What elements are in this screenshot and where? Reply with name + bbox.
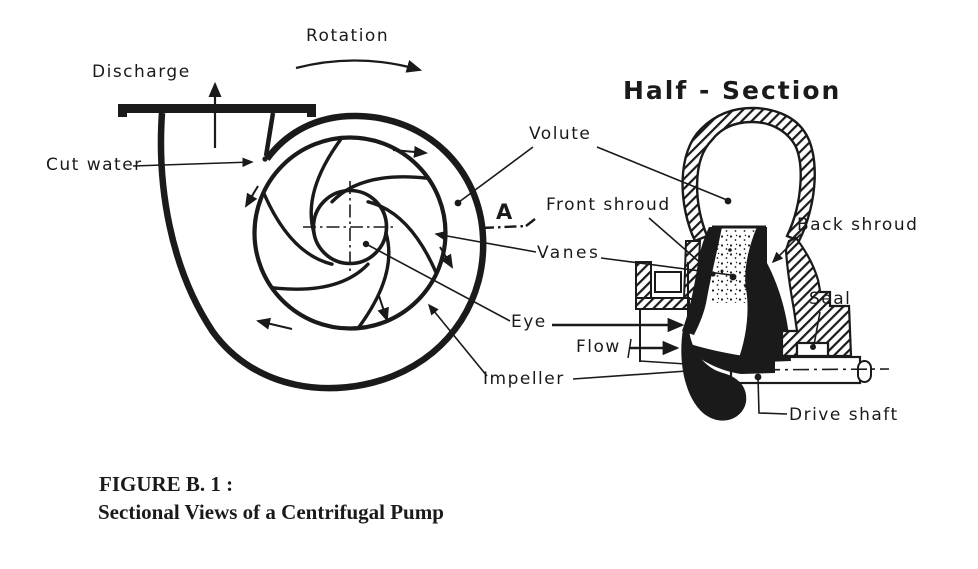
impeller-silhouette [681,227,791,421]
leader-lines [132,146,821,415]
back-shroud-leader [771,233,802,264]
drive-shaft-leader [757,376,788,415]
discharge-flange [118,104,316,117]
label-impeller: Impeller [483,369,565,389]
volute-leader-right [596,146,728,201]
label-flow: Flow [576,337,621,357]
half-section-drawing [635,106,890,421]
label-discharge: Discharge [92,62,191,82]
volute-dot-left [454,199,462,207]
cutwater-wall [263,112,276,157]
section-a-line [481,218,536,230]
center-mark [303,181,397,274]
seal-dot [810,344,816,350]
eye-dot [362,240,370,248]
label-drive-shaft: Drive shaft [789,405,899,425]
label-vanes: Vanes [537,243,601,263]
label-cut-water: Cut water [46,155,143,175]
volute-dot-right [724,197,732,205]
impeller-leader-left [427,303,488,377]
volute-spiral-wall [157,112,487,392]
drive-shaft-dot [754,373,762,381]
figure-caption-number: FIGURE B. 1 : [99,472,234,496]
rotation-arrow [295,59,423,73]
label-front-shroud: Front shroud [546,195,671,215]
flow-direction-arrows [244,145,454,330]
seal-leader [813,311,821,346]
volute-cross-section [681,106,816,243]
inlet-pipe [639,262,689,365]
label-volute: Volute [529,124,592,144]
sectional-view-drawing [118,59,487,392]
label-back-shroud: Back shroud [797,215,919,235]
vanes-leader-right [600,257,732,276]
flow-tick [627,338,632,359]
cutwater-tip [262,156,268,162]
rear-casing [780,236,853,358]
front-shroud-leader [648,217,713,274]
eye-leader-left [367,244,511,322]
volute-leader-left [458,146,534,203]
label-rotation: Rotation [306,26,390,46]
vanes-dot [729,273,737,281]
half-section-title: Half - Section [623,76,842,105]
vanes-leader-left [434,230,537,253]
figure-caption-title: Sectional Views of a Centrifugal Pump [98,500,444,524]
impeller-leader-right [572,370,688,380]
label-eye: Eye [511,312,547,332]
impeller-vanes [247,137,453,329]
label-seal: Seal [809,289,852,309]
cut-water-leader [132,157,254,168]
section-marker-a: A [496,200,513,224]
